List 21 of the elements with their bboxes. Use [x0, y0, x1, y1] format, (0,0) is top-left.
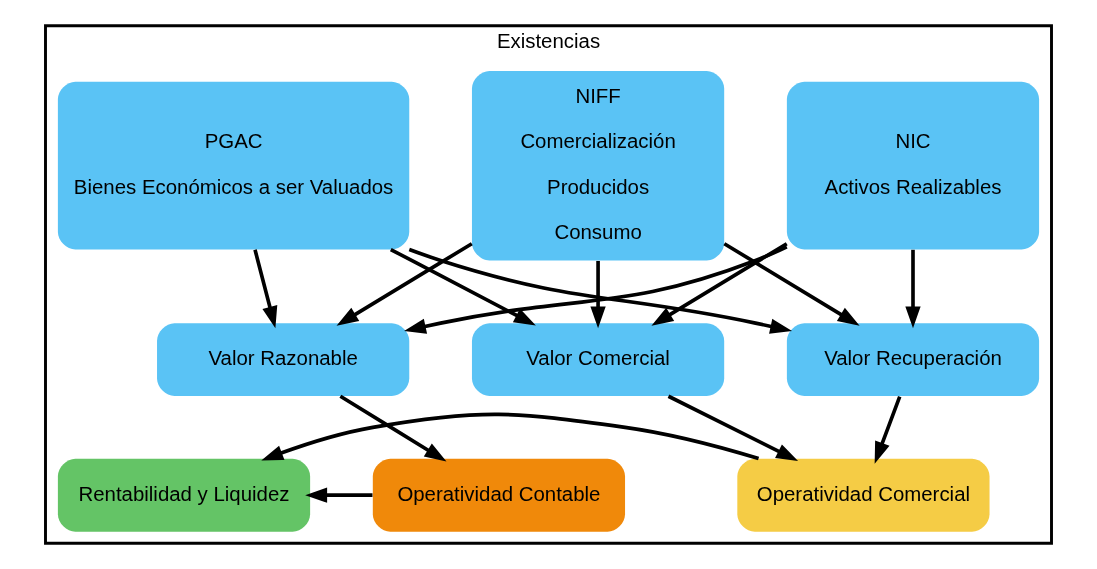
node-box: Valor Recuperación [786, 323, 1040, 397]
arrow [651, 242, 788, 326]
arrow [905, 249, 921, 329]
node-box: Operatividad Comercial [737, 458, 990, 532]
node-box: Valor Razonable [157, 323, 410, 397]
arrow [253, 249, 278, 329]
arrow [336, 242, 473, 326]
arrow [667, 394, 799, 462]
node-box: Valor Comercial [471, 323, 725, 397]
node-box: NIC Activos Realizables [786, 81, 1040, 250]
arrow [874, 395, 902, 464]
node-box: Rentabilidad y Liquidez [57, 458, 311, 532]
arrow [261, 412, 760, 461]
node-box: PGAC Bienes Económicos a ser Valuados [57, 81, 410, 250]
node-box: NIFF Comercialización Producidos Consumo [471, 70, 725, 261]
arrow [339, 394, 447, 462]
arrow [389, 247, 536, 326]
arrow [590, 260, 606, 329]
node-box: Operatividad Contable [372, 458, 626, 532]
arrow [723, 242, 860, 326]
arrow [305, 487, 373, 503]
